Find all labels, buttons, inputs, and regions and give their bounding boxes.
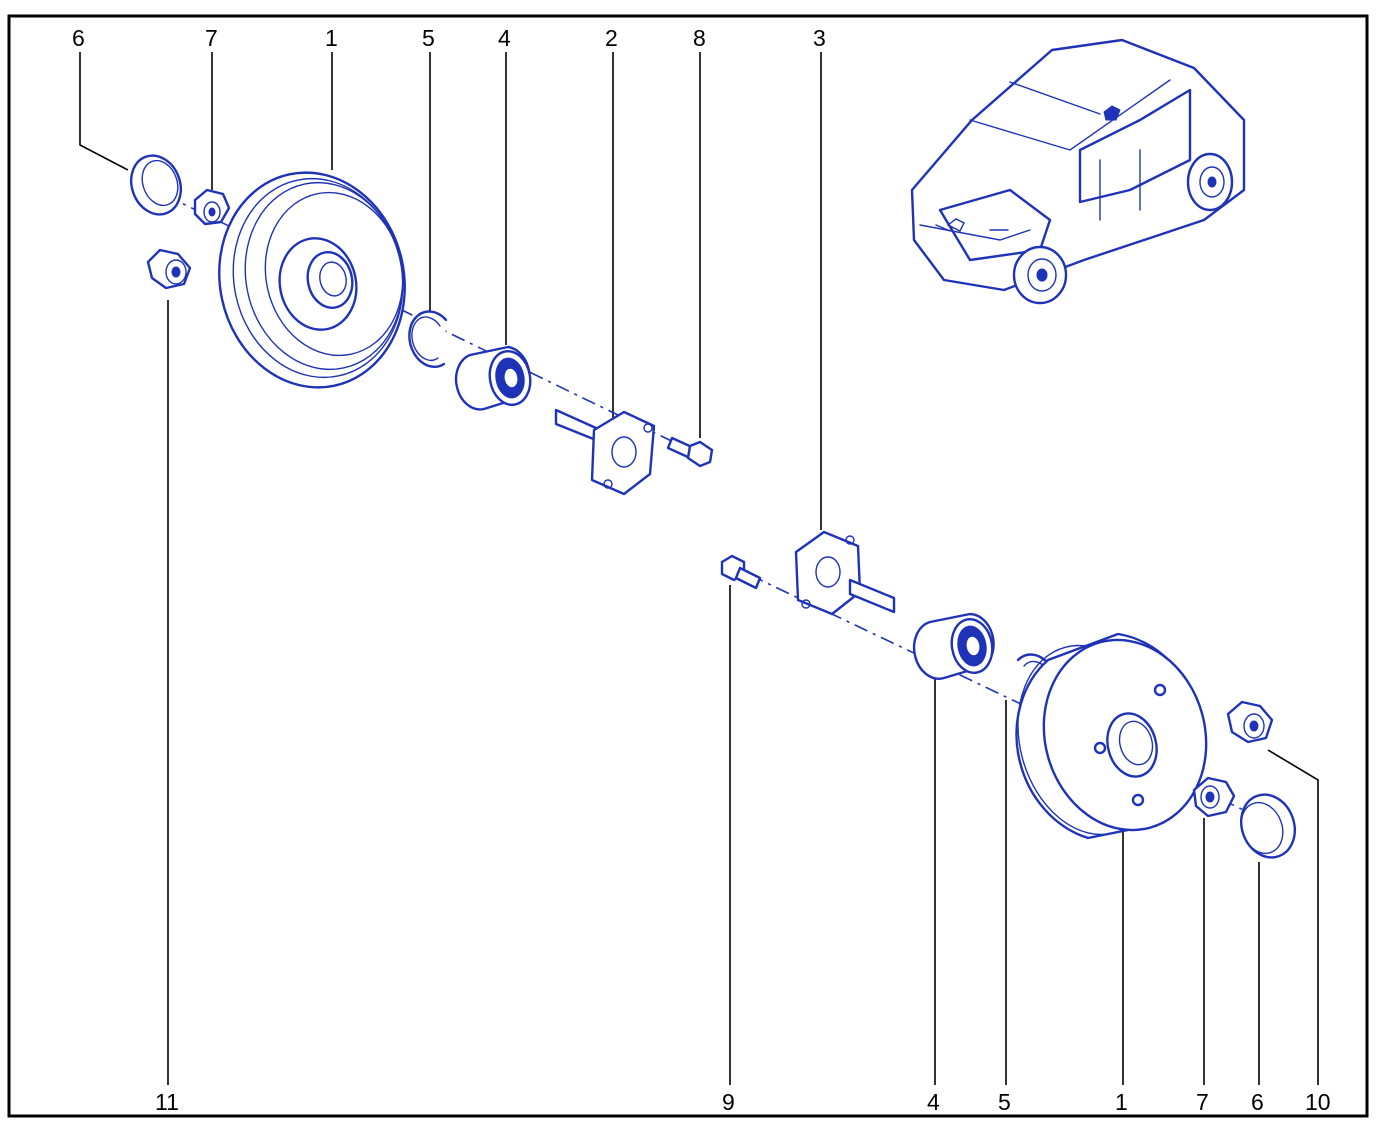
callout-top-6: 6 <box>72 25 85 51</box>
hub-cap-right <box>1240 793 1296 859</box>
diagram-border <box>7 14 1369 1118</box>
callout-top-5: 5 <box>422 25 435 51</box>
bolt-left <box>666 436 714 468</box>
callout-top-7: 7 <box>205 25 218 51</box>
wheel-nut-right <box>1226 700 1274 744</box>
callout-bottom-1: 1 <box>1115 1089 1128 1115</box>
bolt-right <box>720 554 762 590</box>
callout-bottom-6: 6 <box>1251 1089 1264 1115</box>
callout-top-3: 3 <box>813 25 826 51</box>
stub-axle-left <box>554 408 656 496</box>
callout-bottom-7: 7 <box>1196 1089 1209 1115</box>
callout-bottom-5: 5 <box>998 1089 1011 1115</box>
hub-cap-left <box>130 154 182 216</box>
wheel-bearing-left <box>454 345 532 411</box>
callout-bottom-4: 4 <box>927 1089 940 1115</box>
brake-drum-left <box>218 171 406 389</box>
callout-top-1: 1 <box>325 25 338 51</box>
brake-drum-right <box>1015 632 1208 840</box>
hub-nut-left <box>193 188 231 226</box>
callout-top-4: 4 <box>498 25 511 51</box>
wheel-nut <box>146 248 192 290</box>
callout-bottom-10: 10 <box>1305 1089 1331 1115</box>
hub-nut-right <box>1192 776 1236 818</box>
callout-top-8: 8 <box>693 25 706 51</box>
callout-bottom-9: 9 <box>722 1089 735 1115</box>
circlip-left <box>408 310 448 368</box>
leader-bottom-10 <box>1267 749 1319 1085</box>
callout-bottom-11: 11 <box>155 1089 179 1115</box>
stub-axle-right <box>794 530 896 616</box>
car-illustration <box>910 38 1246 305</box>
wheel-bearing-right <box>912 612 995 680</box>
leader-top-6 <box>79 52 129 171</box>
callout-top-2: 2 <box>605 25 618 51</box>
